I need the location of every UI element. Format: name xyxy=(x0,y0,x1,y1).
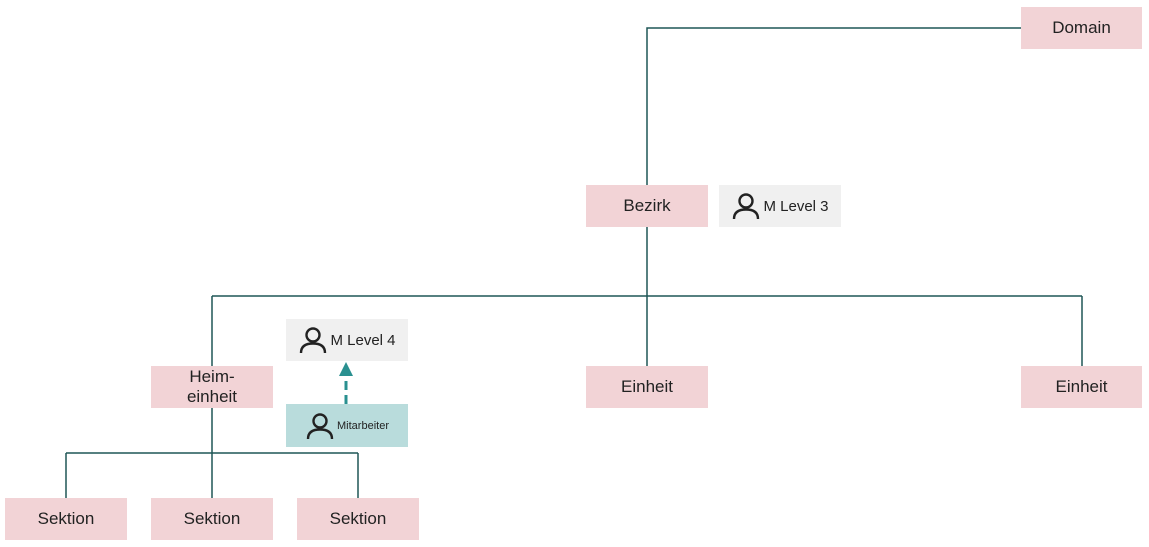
node-einheit-middle[interactable]: Einheit xyxy=(586,366,708,408)
node-heimeinheit[interactable]: Heim- einheit xyxy=(151,366,273,408)
node-m-level-4-label: M Level 4 xyxy=(330,331,396,349)
node-bezirk-label: Bezirk xyxy=(623,196,671,215)
node-heimeinheit-label-line-2: einheit xyxy=(186,387,238,406)
node-sektion-1-label: Sektion xyxy=(37,509,95,528)
node-bezirk[interactable]: Bezirk xyxy=(586,185,708,227)
node-domain-label: Domain xyxy=(1052,18,1111,37)
node-einheit-right-label: Einheit xyxy=(1055,377,1108,396)
node-m-level-3[interactable]: M Level 3 xyxy=(719,185,841,227)
node-einheit-middle-label: Einheit xyxy=(621,377,673,396)
node-sektion-3-label: Sektion xyxy=(329,509,387,528)
person-outline-icon xyxy=(306,412,334,439)
node-sektion-1[interactable]: Sektion xyxy=(5,498,127,540)
node-domain[interactable]: Domain xyxy=(1021,7,1142,49)
node-m-level-4[interactable]: M Level 4 xyxy=(286,319,408,361)
node-sektion-3[interactable]: Sektion xyxy=(297,498,419,540)
node-heimeinheit-label-line-1: Heim- xyxy=(189,367,235,386)
node-m-level-3-label: M Level 3 xyxy=(763,197,829,215)
connector-domain-bezirk xyxy=(646,27,1021,185)
node-sektion-2-label: Sektion xyxy=(183,509,241,528)
person-outline-icon xyxy=(733,193,760,220)
promotion-arrow-head xyxy=(339,362,353,376)
node-einheit-right[interactable]: Einheit xyxy=(1021,366,1142,408)
person-outline-icon xyxy=(300,327,327,354)
node-mitarbeiter[interactable]: Mitarbeiter xyxy=(286,404,408,447)
node-mitarbeiter-label: Mitarbeiter xyxy=(337,419,389,432)
node-sektion-2[interactable]: Sektion xyxy=(151,498,273,540)
